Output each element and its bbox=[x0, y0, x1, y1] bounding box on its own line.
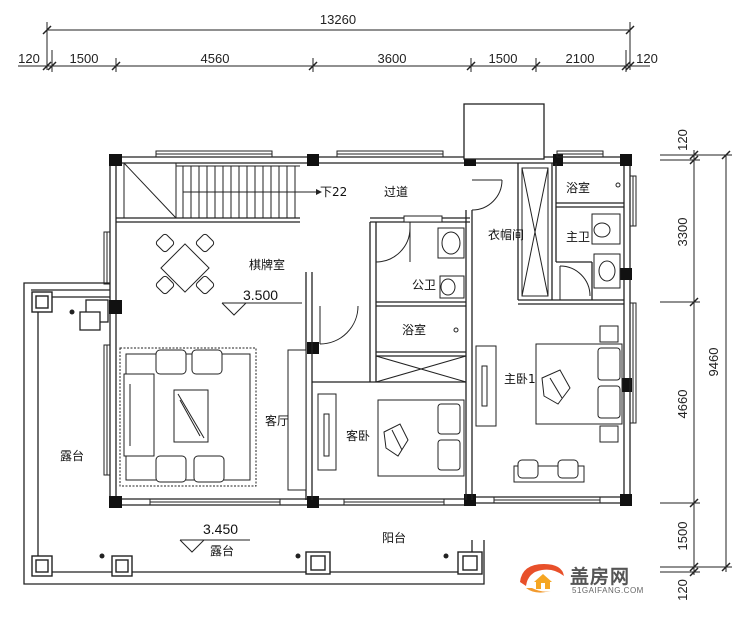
sofa-set bbox=[119, 347, 257, 487]
dim-bath-zone: 3600 bbox=[378, 51, 407, 66]
dim-wardrobe: 1500 bbox=[489, 51, 518, 66]
dim-bottom-wall: 120 bbox=[675, 579, 690, 601]
stair-arrow bbox=[316, 189, 322, 195]
staircase bbox=[123, 162, 316, 219]
dim-rear-rooms: 3300 bbox=[675, 218, 690, 247]
dim-right-wall: 120 bbox=[636, 51, 658, 66]
label-left-terrace: 露台 bbox=[60, 448, 84, 463]
public-bath-fixtures bbox=[437, 227, 465, 333]
brand-logo-icon bbox=[520, 564, 564, 593]
label-chess-level: 3.500 bbox=[243, 287, 278, 303]
level-marker-front bbox=[179, 539, 250, 553]
label-bath-room: 浴室 bbox=[402, 322, 426, 337]
terrace-connector bbox=[79, 299, 109, 331]
roof-shaft bbox=[463, 103, 545, 160]
dim-master-bath: 2100 bbox=[566, 51, 595, 66]
label-front-level: 3.450 bbox=[203, 521, 238, 537]
master-bath-fixtures bbox=[591, 182, 621, 289]
dim-terrace: 1500 bbox=[70, 51, 99, 66]
dim-balcony: 1500 bbox=[675, 522, 690, 551]
guest-bed bbox=[377, 399, 465, 477]
label-master-bath: 主卫 bbox=[566, 230, 590, 244]
bottom-openings bbox=[149, 496, 601, 506]
chess-table-set bbox=[155, 233, 215, 295]
wardrobe-cabinet bbox=[521, 167, 549, 297]
label-master-shower: 浴室 bbox=[566, 180, 590, 195]
label-living-room: 客厅 bbox=[265, 413, 289, 428]
dim-chess-room: 4560 bbox=[201, 51, 230, 66]
right-dimension-lines bbox=[660, 150, 732, 577]
top-dimension-lines bbox=[18, 22, 650, 72]
master-bed bbox=[535, 325, 623, 443]
label-guest-bedroom: 客卧 bbox=[346, 428, 370, 443]
doors bbox=[319, 179, 591, 345]
tv-cabinet-living bbox=[287, 349, 307, 491]
total-depth-dimension: 9460 bbox=[706, 348, 721, 377]
label-master-bedroom: 主卧1 bbox=[504, 372, 536, 386]
label-corridor: 过道 bbox=[384, 185, 408, 199]
bath-window bbox=[403, 215, 443, 223]
label-chess-room: 棋牌室 bbox=[249, 257, 285, 272]
left-windows bbox=[103, 231, 111, 476]
right-windows bbox=[629, 175, 637, 424]
top-windows bbox=[155, 150, 604, 158]
dim-left-wall: 120 bbox=[18, 51, 40, 66]
label-stair-down: 下22 bbox=[320, 185, 347, 199]
terrace-drains bbox=[69, 309, 449, 559]
level-marker-chess bbox=[221, 302, 302, 316]
master-desk-chairs bbox=[513, 459, 585, 483]
label-balcony: 阳台 bbox=[382, 530, 406, 545]
label-public-bath: 公卫 bbox=[412, 278, 436, 292]
total-width-dimension: 13260 bbox=[320, 12, 356, 27]
dim-top-wall: 120 bbox=[675, 129, 690, 151]
label-wardrobe: 衣帽间 bbox=[488, 227, 524, 242]
label-front-terrace: 露台 bbox=[210, 543, 234, 558]
brand-watermark: 盖房网 51GAIFANG.COM bbox=[514, 558, 664, 602]
master-tv-cabinet bbox=[475, 345, 497, 427]
guest-tv-cabinet bbox=[317, 393, 337, 471]
terrace-posts bbox=[31, 291, 483, 577]
brand-name: 盖房网 bbox=[570, 566, 631, 588]
brand-url: 51GAIFANG.COM bbox=[572, 586, 644, 595]
dim-master-bedroom: 4660 bbox=[675, 390, 690, 419]
shower-tray bbox=[375, 355, 467, 383]
